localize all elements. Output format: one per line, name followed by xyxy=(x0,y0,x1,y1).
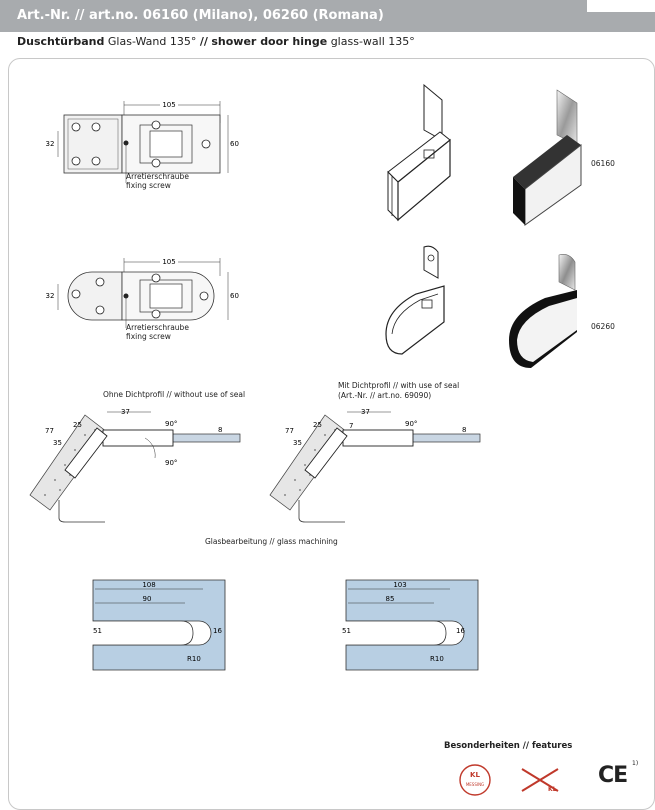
subtitle-en: glass-wall 135° xyxy=(330,35,415,48)
section-drawing-with-seal: 37 77 25 35 7 8 90° xyxy=(269,408,481,523)
dim-105-top: 105 xyxy=(162,101,175,109)
dim-37-left: 37 xyxy=(121,408,130,416)
machining-left-radius: R10 xyxy=(187,655,201,663)
angle-90-right: 90° xyxy=(405,420,417,428)
brass-badge-text: KL xyxy=(470,771,480,779)
machining-left-gap: 16 xyxy=(213,627,222,635)
glass-machining-heading: Glasbearbeitung // glass machining xyxy=(205,537,338,546)
brass-badge-icon: KL MESSING xyxy=(459,764,491,796)
screw-label-en-top: fixing screw xyxy=(126,181,171,190)
dim-37-right: 37 xyxy=(361,408,370,416)
page-title: Art.-Nr. // art.no. 06160 (Milano), 0626… xyxy=(17,8,384,23)
dim-60-second: 60 xyxy=(230,292,239,300)
subtitle-sep: // xyxy=(199,35,208,48)
dim-77-left: 77 xyxy=(45,427,54,435)
art-label-milano: 06160 xyxy=(591,159,615,168)
machining-left-inner: 90 xyxy=(143,595,152,603)
machining-left-outer: 108 xyxy=(142,581,155,589)
subtitle-bold-de: Duschtürband xyxy=(17,35,105,48)
hinge-line-art-romana xyxy=(385,245,445,355)
drawing-milano-top: 105 32 60 xyxy=(46,100,239,183)
title-tab xyxy=(587,0,655,12)
dim-7-right: 7 xyxy=(349,422,353,430)
dim-32-top: 32 xyxy=(46,140,55,148)
section-drawing-without-seal: 37 77 25 35 8 90° 90° xyxy=(29,408,241,523)
glass-machining-right: 103 85 51 16 R10 xyxy=(342,579,479,671)
glass-machining-left: 108 90 51 16 R10 xyxy=(92,579,226,671)
machining-right-radius: R10 xyxy=(430,655,444,663)
hinge-photo-romana xyxy=(509,254,577,368)
angle-90-b-left: 90° xyxy=(165,459,177,467)
dim-77-right: 77 xyxy=(285,427,294,435)
section-without-seal: Ohne Dichtprofil // without use of seal xyxy=(103,390,246,399)
tool-badge-icon: KL xyxy=(521,768,559,793)
drawing-romana-top: 105 32 60 xyxy=(46,257,239,328)
title-bar: Art.-Nr. // art.no. 06160 (Milano), 0626… xyxy=(0,0,655,32)
subtitle-de: Glas-Wand 135° xyxy=(107,35,197,48)
dim-8-left: 8 xyxy=(218,426,222,434)
dim-105-second: 105 xyxy=(162,258,175,266)
angle-90-a-left: 90° xyxy=(165,420,177,428)
dim-32-second: 32 xyxy=(46,292,55,300)
subtitle-bold-en: shower door hinge xyxy=(211,35,328,48)
dim-25-right: 25 xyxy=(313,421,322,429)
hinge-line-art-milano xyxy=(387,83,451,222)
dim-25-left: 25 xyxy=(73,421,82,429)
dim-8-right: 8 xyxy=(462,426,466,434)
art-label-romana: 06260 xyxy=(591,322,615,331)
machining-right-gap: 16 xyxy=(456,627,465,635)
section-with-seal-line2: (Art.-Nr. // art.no. 69090) xyxy=(338,391,432,400)
features-heading: Besonderheiten // features xyxy=(444,741,573,751)
machining-right-inner: 85 xyxy=(386,595,395,603)
page-subtitle: Duschtürband Glas-Wand 135° // shower do… xyxy=(17,35,415,48)
machining-right-outer: 103 xyxy=(393,581,406,589)
dim-35-left: 35 xyxy=(53,439,62,447)
section-with-seal-line1: Mit Dichtprofil // with use of seal xyxy=(338,381,460,390)
dim-60-top: 60 xyxy=(230,140,239,148)
tool-badge-text: KL xyxy=(548,786,557,793)
machining-right-height: 51 xyxy=(342,627,351,635)
machining-left-height: 51 xyxy=(93,627,102,635)
dim-35-right: 35 xyxy=(293,439,302,447)
hinge-photo-milano xyxy=(513,89,582,226)
screw-label-en-second: fixing screw xyxy=(126,332,171,341)
brass-badge-sub: MESSING xyxy=(466,782,484,787)
ce-mark: CE xyxy=(598,763,628,788)
footnote-marker: 1) xyxy=(632,760,639,767)
screw-label-de-second: Arretierschraube xyxy=(126,323,189,332)
screw-label-de-top: Arretierschraube xyxy=(126,172,189,181)
